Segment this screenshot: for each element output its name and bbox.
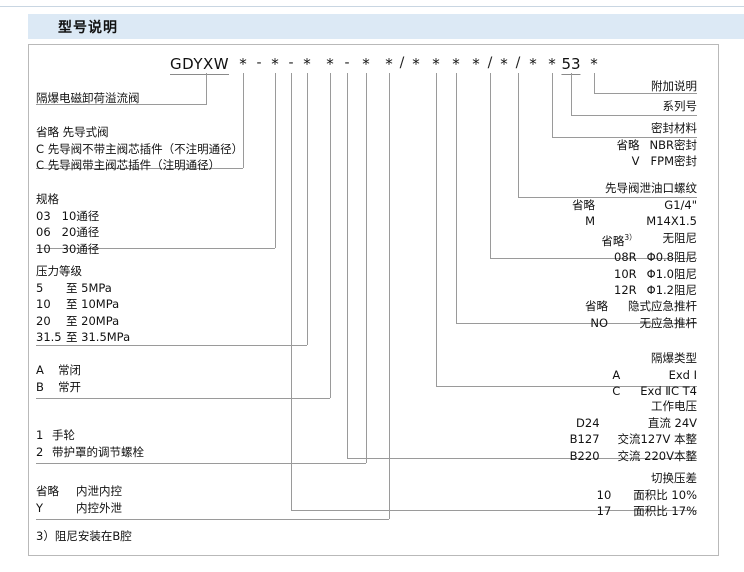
- leader-emergency-rod: [456, 73, 457, 323]
- underline-additional-note: [624, 93, 697, 94]
- code-token-20: *: [590, 55, 598, 73]
- code-token-5: *: [326, 55, 334, 73]
- code-token-15: *: [500, 55, 508, 73]
- block-pilot-type: 省略 先导式阀 C 先导阀不带主阀芯插件（不注明通径） C 先导阀带主阀芯插件（…: [36, 125, 244, 172]
- underline-series-number: [571, 115, 697, 116]
- footnote: 3）阻尼安装在B腔: [36, 529, 132, 543]
- underline-seal-material: [552, 137, 697, 138]
- section-title-band: [28, 14, 744, 39]
- leader-damping: [490, 73, 491, 258]
- leader-switch-pressure-diff: [291, 73, 292, 510]
- leader-seal-material: [552, 73, 553, 137]
- block-damping: 省略3） 无阻尼 08R Φ0.8阻尼 10R Φ1.0阻尼 12R Φ1.2阻…: [601, 231, 697, 298]
- block-size-spec: 规格 03 10通径 06 20通径 10 30通径: [36, 192, 100, 256]
- leader-additional-note: [594, 73, 595, 93]
- underline-emergency-rod: [456, 323, 697, 324]
- leader-pilot-drain-thread: [518, 73, 519, 197]
- underline-switch-pressure-diff: [291, 510, 697, 511]
- block-explosion-proof-type: 隔爆类型 A Exd Ⅰ C Exd ⅡC T4: [612, 351, 697, 398]
- underline-product-name: [36, 104, 170, 105]
- code-token-8: *: [385, 55, 393, 73]
- top-divider: [0, 6, 744, 7]
- page-title: 型号说明: [58, 20, 118, 36]
- underline-pressure-rating: [36, 345, 307, 346]
- leader-pressure-rating: [307, 73, 308, 345]
- leader-working-voltage: [347, 73, 348, 458]
- underline-valve-state: [36, 398, 330, 399]
- block-series-number: 系列号: [662, 99, 698, 113]
- code-token-17: *: [529, 55, 537, 73]
- code-token-4: *: [303, 55, 311, 73]
- model-code-prefix: GDYXW: [170, 55, 230, 75]
- underline-adjust-type: [36, 463, 366, 464]
- block-switch-pressure-diff: 切换压差 10 面积比 10% 17 面积比 17%: [596, 471, 697, 518]
- leader-pilot-type: [243, 73, 244, 168]
- underline-pilot-type: [36, 168, 243, 169]
- code-token-11: *: [432, 55, 440, 73]
- block-additional-note: 附加说明: [651, 79, 697, 93]
- leader-valve-state: [330, 73, 331, 398]
- block-product-name: 隔爆电磁卸荷溢流阀: [36, 91, 140, 105]
- underline-working-voltage: [347, 458, 697, 459]
- diagram-panel: [28, 44, 719, 556]
- code-token-10: *: [412, 55, 420, 73]
- code-token-3: -: [288, 55, 294, 71]
- code-token-9: /: [399, 55, 405, 71]
- leader-size-spec: [275, 73, 276, 248]
- code-token-16: /: [515, 55, 521, 71]
- leader-drain-control: [389, 73, 390, 519]
- code-token-12: *: [452, 55, 460, 73]
- underline-pilot-drain-thread: [518, 197, 697, 198]
- code-token-6: -: [344, 55, 350, 71]
- leader-product-name: [206, 73, 207, 105]
- leader-adjust-type: [366, 73, 367, 463]
- code-token-2: *: [271, 55, 279, 73]
- code-token-19: 53: [561, 55, 581, 75]
- underline-drain-control: [36, 519, 389, 520]
- code-token-7: *: [362, 55, 370, 73]
- leader-series-number: [571, 73, 572, 115]
- underline-explosion-proof-type: [436, 386, 697, 387]
- block-pilot-drain-thread: 先导阀泄油口螺纹 省略 G1/4" M M14X1.5: [572, 181, 697, 228]
- leader-additional-note: [594, 93, 624, 94]
- code-token-0: *: [239, 55, 247, 73]
- code-token-13: *: [472, 55, 480, 73]
- leader-product-name: [170, 104, 206, 105]
- block-seal-material: 密封材料 省略 NBR密封 V FPM密封: [616, 121, 697, 168]
- leader-explosion-proof-type: [436, 73, 437, 386]
- code-token-14: /: [487, 55, 493, 71]
- block-emergency-rod: 省略 隐式应急推杆 NO 无应急推杆: [585, 299, 697, 330]
- block-working-voltage: 工作电压 D24 直流 24V B127 交流127V 本整 B220 交流 2…: [569, 399, 697, 463]
- underline-damping: [490, 258, 697, 259]
- code-token-18: *: [548, 55, 556, 73]
- underline-size-spec: [36, 248, 275, 249]
- code-token-1: -: [256, 55, 262, 71]
